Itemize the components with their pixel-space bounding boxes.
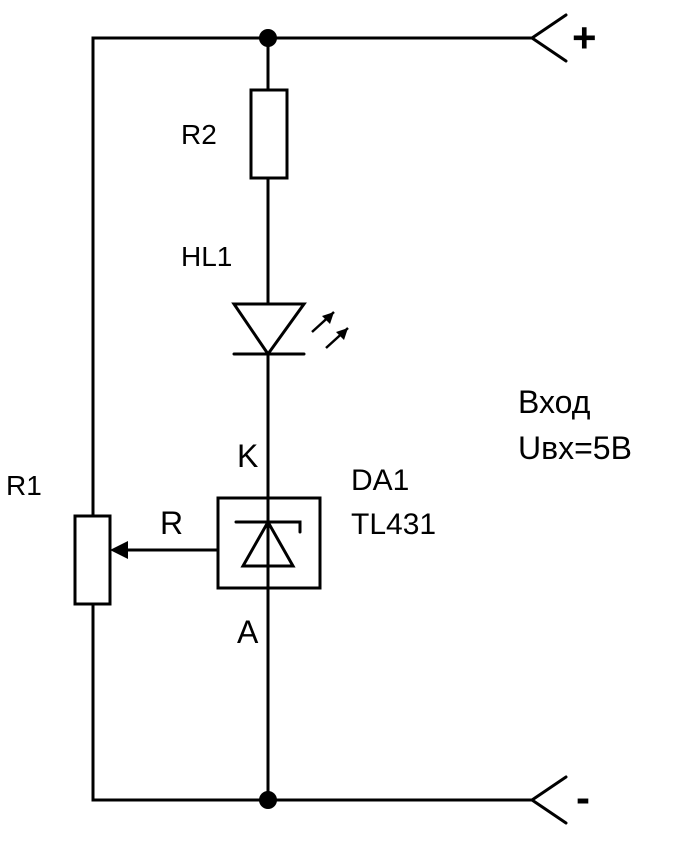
r2-resistor-body: [249, 88, 289, 180]
da1-zener-bar: [234, 520, 302, 534]
label-r: R: [160, 505, 183, 541]
label-input-title: Вход: [518, 384, 591, 420]
da1-triangle: [240, 518, 296, 568]
led-triangle: [231, 302, 307, 357]
wiper-arrow-icon: [110, 541, 128, 559]
label-r1: R1: [6, 470, 42, 501]
label-da1: DA1: [351, 464, 409, 497]
label-k: K: [237, 438, 258, 474]
label-plus: +: [572, 14, 597, 61]
label-tl431: TL431: [351, 508, 436, 541]
label-minus: -: [576, 774, 590, 821]
wire-left-top: [91, 36, 270, 518]
led-light-arrows-icon: [311, 311, 349, 349]
label-r2: R2: [181, 119, 217, 150]
plus-terminal-arrow: [529, 13, 568, 63]
label-a: A: [237, 614, 259, 650]
minus-terminal-arrow: [529, 775, 568, 825]
label-input-voltage: Uвх=5В: [518, 430, 632, 466]
label-hl1: HL1: [181, 241, 232, 272]
r1-potentiometer-body: [73, 514, 112, 606]
wire-left-bottom: [91, 602, 270, 802]
